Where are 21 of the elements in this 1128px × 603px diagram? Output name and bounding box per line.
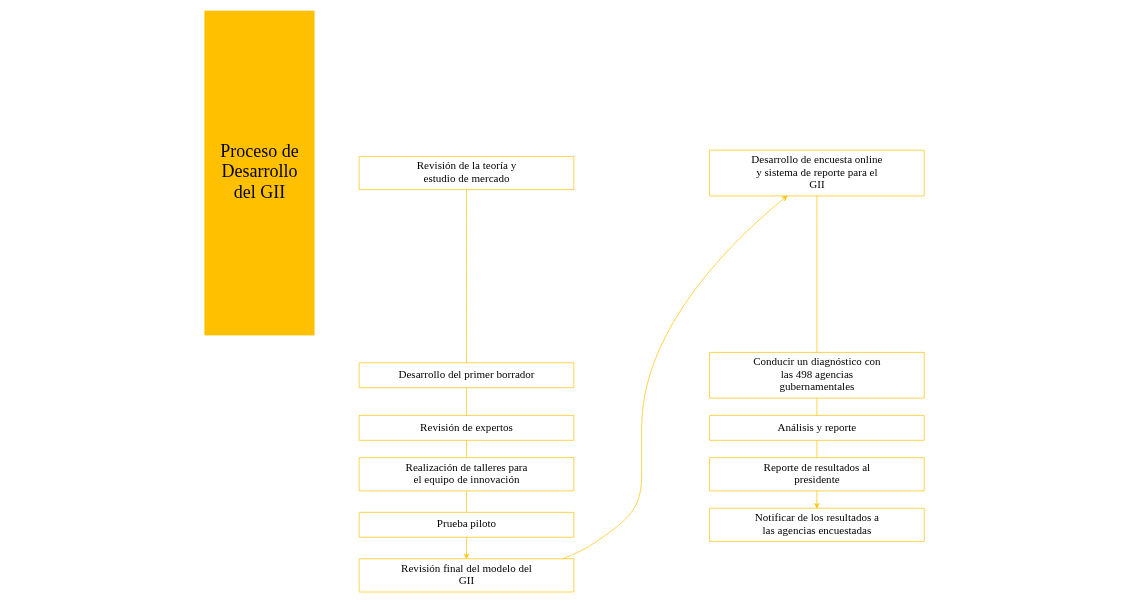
node-box: Revisión de la teoría y estudio de mercado xyxy=(358,156,574,190)
node-box: Conducir un diagnóstico con las 498 agencias gubernamentales xyxy=(708,352,925,399)
node-box: Desarrollo del primer borrador xyxy=(358,362,574,389)
node-box: Notificar de los resultados a las agencias encuestadas xyxy=(708,507,925,542)
node-box: Prueba piloto xyxy=(358,512,574,538)
node-box: Revisión de expertos xyxy=(358,415,574,441)
node-box: Reporte de resultados al presidente xyxy=(708,457,925,492)
connector xyxy=(816,440,817,458)
node-box: Proceso de Desarrollo del GII xyxy=(203,10,315,336)
connector xyxy=(816,397,817,416)
connector xyxy=(465,440,467,458)
arrow xyxy=(813,490,819,509)
arrow xyxy=(562,195,788,559)
node-box: Análisis y reporte xyxy=(708,415,925,441)
arrow xyxy=(463,537,469,559)
node-box: Desarrollo de encuesta online y sistema de reporte para el GII xyxy=(708,149,925,197)
connector xyxy=(465,189,467,363)
node-box: Revisión final del modelo del GII xyxy=(358,558,574,593)
connector xyxy=(465,490,467,513)
node-box: Realización de talleres para el equipo de innovación xyxy=(358,457,574,492)
connector xyxy=(465,387,467,416)
